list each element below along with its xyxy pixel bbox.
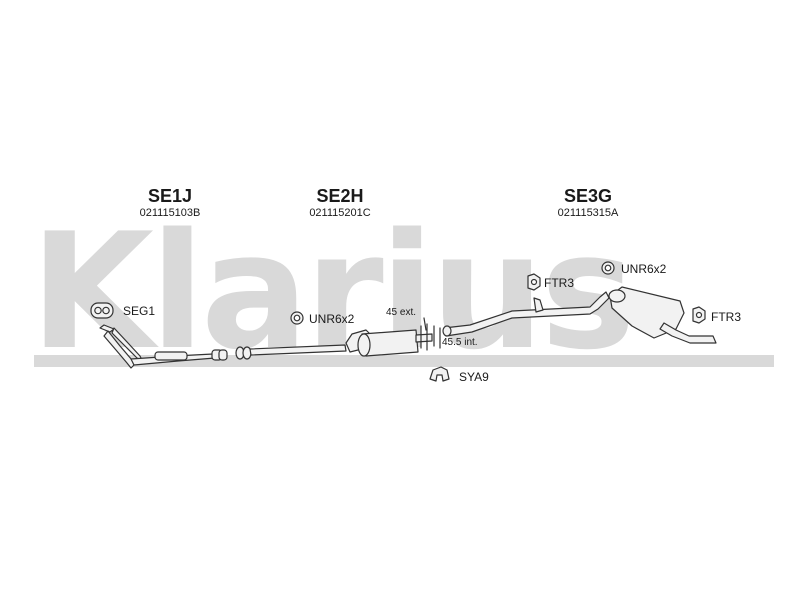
bracket-icon: [429, 366, 450, 382]
label-ftr3-rear: FTR3: [711, 310, 741, 324]
brand-watermark: Klarius: [30, 198, 636, 385]
section-title-se1j: SE1J: [147, 186, 193, 206]
label-unr6x2-front: UNR6x2: [309, 312, 355, 326]
mount-icon-rear: [692, 306, 706, 324]
connector-clamp: [235, 346, 252, 360]
intermediate-pipe-se2h: [249, 329, 433, 357]
section-title-se2h: SE2H: [316, 186, 364, 206]
part-number-se1j: 021115103B: [139, 207, 201, 219]
clamp-icon-rear: [601, 261, 615, 275]
front-pipe-se1j: [99, 324, 228, 369]
label-dim-internal: 45.5 int.: [442, 337, 478, 348]
section-title-se3g: SE3G: [563, 186, 613, 206]
part-number-se3g: 021115315A: [557, 207, 619, 219]
label-ftr3-mid: FTR3: [544, 276, 574, 290]
mount-bracket-mid: [533, 297, 544, 313]
dimension-marks: [420, 317, 441, 351]
mount-icon-mid: [527, 273, 541, 291]
rear-pipe-se3g: [442, 286, 717, 344]
part-number-se2h: 021115201C: [309, 207, 371, 219]
label-unr6x2-rear: UNR6x2: [621, 262, 667, 276]
label-sya9: SYA9: [459, 370, 489, 384]
label-dim-external: 45 ext.: [386, 307, 417, 318]
label-seg1: SEG1: [123, 304, 156, 318]
clamp-icon-front: [290, 311, 304, 325]
gasket-icon: [90, 302, 114, 319]
